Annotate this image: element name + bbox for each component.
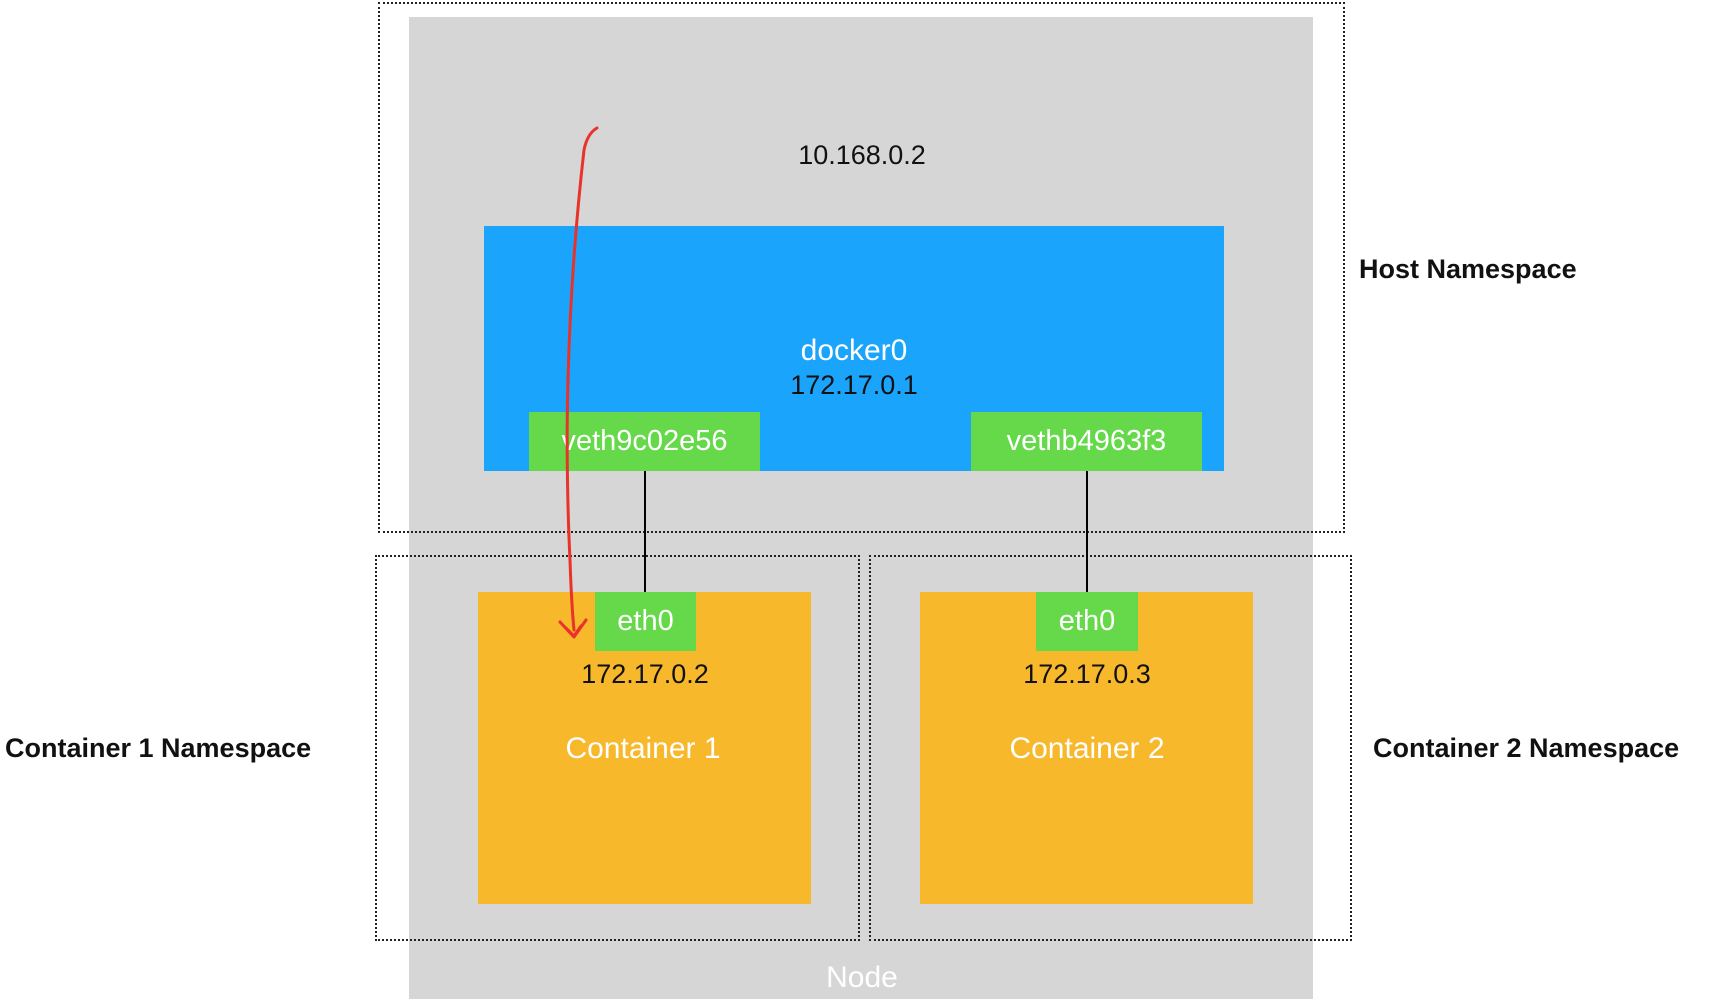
veth-right-label: vethb4963f3 xyxy=(1006,425,1167,457)
veth-right-interface: vethb4963f3 xyxy=(971,412,1202,471)
container2-name: Container 2 xyxy=(1009,732,1165,765)
veth-right-to-eth0-link xyxy=(1086,471,1088,592)
container2-ip: 172.17.0.3 xyxy=(1023,659,1151,689)
docker0-ip: 172.17.0.1 xyxy=(790,370,918,400)
container1-eth0-label: eth0 xyxy=(617,605,674,637)
veth-left-to-eth0-link xyxy=(644,471,646,592)
container2-eth0-label: eth0 xyxy=(1058,605,1116,637)
host-namespace-label: Host Namespace xyxy=(1359,254,1577,284)
container1-name: Container 1 xyxy=(565,732,721,765)
container1-eth0-interface: eth0 xyxy=(595,592,696,651)
container1-namespace-label: Container 1 Namespace xyxy=(5,733,312,763)
container1-namespace-boundary xyxy=(375,555,860,941)
container1-ip: 172.17.0.2 xyxy=(581,659,709,689)
veth-left-label: veth9c02e56 xyxy=(561,425,728,457)
docker0-name: docker0 xyxy=(800,334,908,367)
veth-left-interface: veth9c02e56 xyxy=(529,412,760,471)
host-ip-label: 10.168.0.2 xyxy=(798,140,926,170)
container2-namespace-label: Container 2 Namespace xyxy=(1373,733,1680,763)
host-namespace-boundary xyxy=(378,2,1345,533)
container2-eth0-interface: eth0 xyxy=(1036,592,1138,651)
container2-namespace-boundary xyxy=(869,555,1352,941)
node-label: Node xyxy=(826,961,898,994)
